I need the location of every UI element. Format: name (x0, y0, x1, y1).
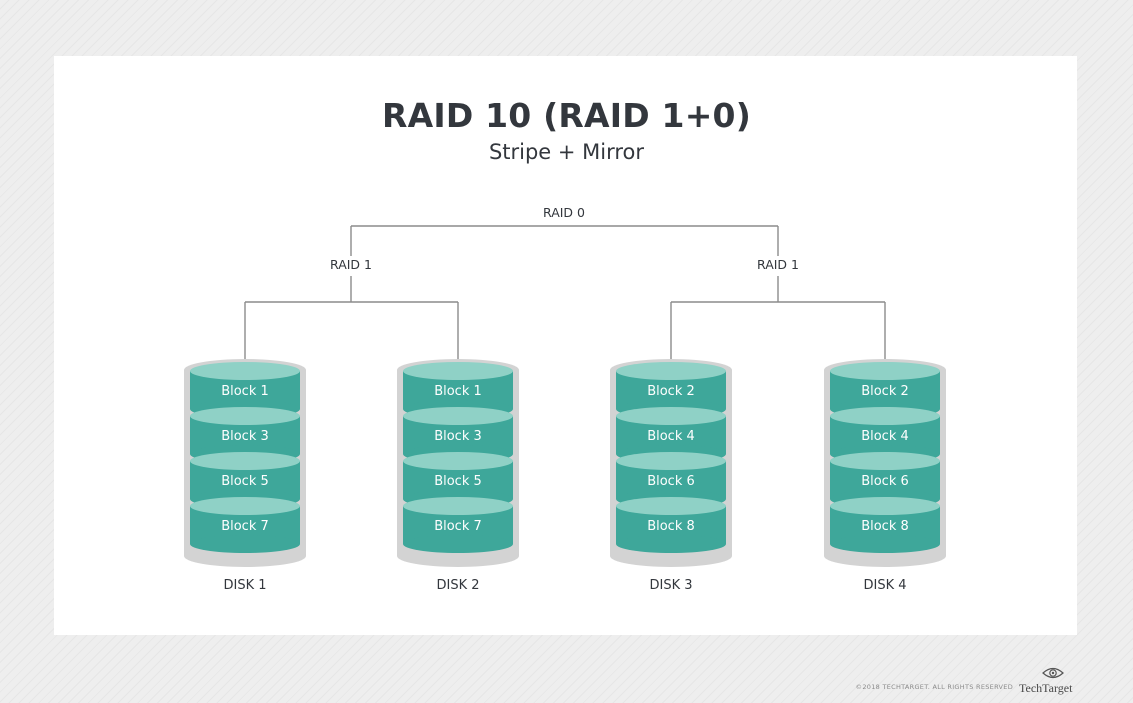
copyright-text: ©2018 TECHTARGET. ALL RIGHTS RESERVED (855, 683, 1013, 691)
techtarget-logo: TechTarget (1019, 666, 1077, 696)
block-top (830, 452, 940, 470)
disk-label: DISK 2 (436, 578, 479, 593)
block-label: Block 5 (434, 474, 482, 489)
brand-name: TechTarget (1019, 681, 1073, 695)
block-top (830, 362, 940, 380)
footer: ©2018 TECHTARGET. ALL RIGHTS RESERVED Te… (856, 666, 1077, 696)
block-bottom (616, 535, 726, 553)
block-bottom (403, 535, 513, 553)
block-top (190, 407, 300, 425)
disk-3: Block 2 Block 4 Block 6 Block 8 DISK 3 (610, 359, 732, 593)
block-label: Block 7 (434, 519, 482, 534)
disk-block: Block 7 (190, 497, 300, 553)
block-top (403, 497, 513, 515)
block-top (616, 497, 726, 515)
diagram-title: RAID 10 (RAID 1+0) (382, 96, 751, 135)
block-top (190, 452, 300, 470)
block-top (830, 407, 940, 425)
disk-block: Block 6 (830, 452, 940, 508)
disk-block: Block 5 (403, 452, 513, 508)
block-label: Block 7 (221, 519, 269, 534)
block-label: Block 8 (861, 519, 909, 534)
block-top (190, 362, 300, 380)
block-label: Block 6 (647, 474, 695, 489)
block-label: Block 6 (861, 474, 909, 489)
connector-lines (244, 225, 886, 378)
block-label: Block 1 (221, 384, 269, 399)
block-top (616, 452, 726, 470)
disk-label: DISK 3 (649, 578, 692, 593)
disk-label: DISK 1 (223, 578, 266, 593)
raid0-label: RAID 0 (543, 205, 585, 220)
block-top (403, 407, 513, 425)
block-label: Block 3 (434, 429, 482, 444)
block-label: Block 4 (861, 429, 909, 444)
diagram-subtitle: Stripe + Mirror (488, 140, 645, 164)
block-top (830, 497, 940, 515)
block-label: Block 1 (434, 384, 482, 399)
block-top (403, 452, 513, 470)
disk-4: Block 2 Block 4 Block 6 Block 8 DISK 4 (824, 359, 946, 593)
block-top (190, 497, 300, 515)
block-label: Block 8 (647, 519, 695, 534)
disk-1: Block 1 Block 3 Block 5 Block 7 DISK 1 (184, 359, 306, 593)
block-top (403, 362, 513, 380)
raid1-label-right: RAID 1 (757, 257, 799, 272)
block-label: Block 4 (647, 429, 695, 444)
raid1-label-left: RAID 1 (330, 257, 372, 272)
block-label: Block 2 (861, 384, 909, 399)
disk-label: DISK 4 (863, 578, 906, 593)
block-top (616, 407, 726, 425)
disk-block: Block 8 (830, 497, 940, 553)
block-bottom (830, 535, 940, 553)
block-top (616, 362, 726, 380)
block-label: Block 5 (221, 474, 269, 489)
disk-2: Block 1 Block 3 Block 5 Block 7 DISK 2 (397, 359, 519, 593)
disk-block: Block 8 (616, 497, 726, 553)
block-label: Block 2 (647, 384, 695, 399)
block-bottom (190, 535, 300, 553)
eye-icon (1042, 667, 1064, 679)
disk-block: Block 7 (403, 497, 513, 553)
block-label: Block 3 (221, 429, 269, 444)
